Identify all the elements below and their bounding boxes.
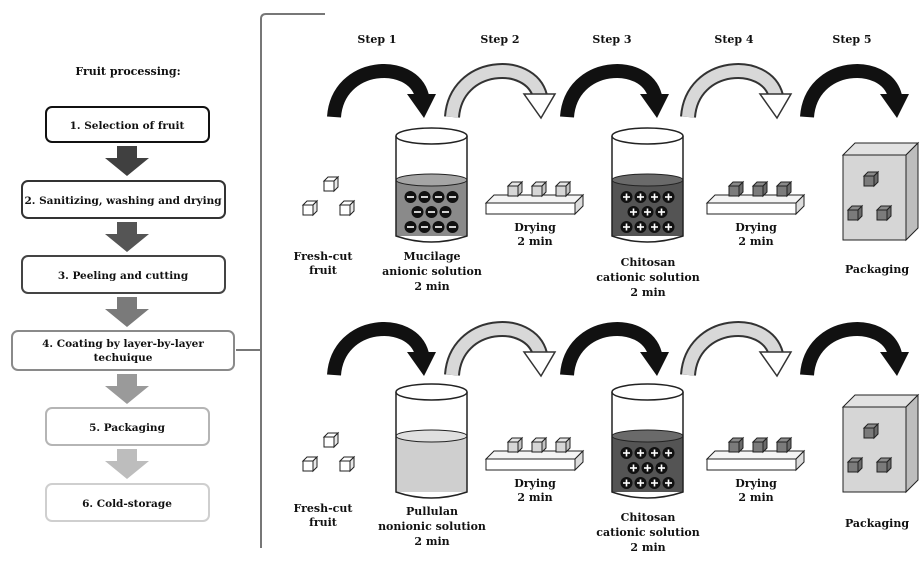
solution1-label-line2: nonionic solution xyxy=(378,520,486,533)
drying1-label-line1: Drying xyxy=(514,477,556,490)
flow-step-6-label: 6. Cold-storage xyxy=(82,498,172,510)
drying-tray-icon xyxy=(484,181,585,216)
drying2-label-line2: 2 min xyxy=(738,491,773,504)
flow-arrow-down-icon xyxy=(105,222,149,252)
packaging-box-icon xyxy=(841,141,920,242)
drying-tray-icon xyxy=(705,437,806,472)
step-labels: Step 1 Step 2 Step 3 Step 4 Step 5 xyxy=(357,33,871,46)
detail-bracket xyxy=(236,13,325,548)
flow-arrow-down-icon xyxy=(105,297,149,327)
drying1-label-line2: 2 min xyxy=(517,235,552,248)
flow-arrow-down-icon xyxy=(105,449,149,479)
solution2-label-line3: 2 min xyxy=(630,541,665,554)
flow-step-1-label: 1. Selection of fruit xyxy=(70,120,185,132)
step-5-label: Step 5 xyxy=(832,33,871,46)
drying2-label-line1: Drying xyxy=(735,221,777,234)
solution2-label-line2: cationic solution xyxy=(596,526,699,539)
flow-step-4: 4. Coating by layer-by-layer techuique xyxy=(11,330,235,371)
solution2-label-line3: 2 min xyxy=(630,286,665,299)
step-2-label: Step 2 xyxy=(480,33,519,46)
beaker-cationic-icon xyxy=(611,127,684,243)
beaker-cationic-icon xyxy=(611,383,684,499)
flow-step-3-label: 3. Peeling and cutting xyxy=(58,270,189,282)
flow-step-2-label: 2. Sanitizing, washing and drying xyxy=(24,195,222,207)
solution1-label-line3: 2 min xyxy=(414,535,449,548)
fruit-label-line1: Fresh-cut xyxy=(294,502,354,515)
flow-arrow-down-icon xyxy=(105,374,149,404)
solution2-label-line1: Chitosan xyxy=(621,256,676,269)
beaker-nonionic-icon xyxy=(395,383,468,499)
fruit-label-line2: fruit xyxy=(309,264,338,277)
drying-tray-icon xyxy=(705,181,806,216)
curved-arrow-dark-icon xyxy=(327,64,436,119)
flow-step-5-label: 5. Packaging xyxy=(89,422,165,434)
process-row-1: Fresh-cut fruit Mucilage anionic solutio… xyxy=(294,63,920,299)
solution1-label-line1: Mucilage xyxy=(403,250,460,263)
flow-step-2: 2. Sanitizing, washing and drying xyxy=(21,180,226,219)
drying-tray-icon xyxy=(484,437,585,472)
fruit-label-line1: Fresh-cut xyxy=(294,250,354,263)
flow-arrow-down-icon xyxy=(105,146,149,176)
fruit-processing-flowchart: Fruit processing: 1. Selection of fruit … xyxy=(11,65,235,522)
curved-arrow-light-icon xyxy=(444,63,557,120)
drying2-label-line2: 2 min xyxy=(738,235,773,248)
curved-arrow-dark-icon xyxy=(560,64,669,119)
drying2-label-line1: Drying xyxy=(735,477,777,490)
drying1-label-line2: 2 min xyxy=(517,491,552,504)
solution1-label-line3: 2 min xyxy=(414,280,449,293)
curved-arrow-light-icon xyxy=(680,321,793,378)
solution2-label-line2: cationic solution xyxy=(596,271,699,284)
step-3-label: Step 3 xyxy=(592,33,631,46)
packaging-label: Packaging xyxy=(845,517,909,530)
flow-step-4-label-line2: techuique xyxy=(94,352,153,364)
drying1-label-line1: Drying xyxy=(514,221,556,234)
flowchart-title: Fruit processing: xyxy=(75,65,180,78)
step-1-label: Step 1 xyxy=(357,33,396,46)
flow-step-5: 5. Packaging xyxy=(45,407,210,446)
step-4-label: Step 4 xyxy=(714,33,754,46)
solution1-label-line1: Pullulan xyxy=(406,505,458,518)
flow-step-6: 6. Cold-storage xyxy=(45,483,210,522)
curved-arrow-dark-icon xyxy=(327,322,436,377)
curved-arrow-light-icon xyxy=(680,63,793,120)
beaker-anionic-icon xyxy=(395,127,468,243)
flow-step-4-label-line1: 4. Coating by layer-by-layer xyxy=(42,338,204,350)
fruit-cubes-icon xyxy=(302,176,355,216)
curved-arrow-light-icon xyxy=(444,321,557,378)
packaging-box-icon xyxy=(841,393,920,494)
curved-arrow-dark-icon xyxy=(560,322,669,377)
solution2-label-line1: Chitosan xyxy=(621,511,676,524)
solution1-label-line2: anionic solution xyxy=(382,265,482,278)
curved-arrow-dark-icon xyxy=(800,322,909,377)
curved-arrow-dark-icon xyxy=(800,64,909,119)
flow-step-1: 1. Selection of fruit xyxy=(45,106,210,143)
fruit-cubes-icon xyxy=(302,432,355,472)
fruit-label-line2: fruit xyxy=(309,516,338,529)
flow-step-3: 3. Peeling and cutting xyxy=(21,255,226,294)
process-row-2: Fresh-cut fruit Pullulan nonionic soluti… xyxy=(294,321,920,554)
packaging-label: Packaging xyxy=(845,263,909,276)
